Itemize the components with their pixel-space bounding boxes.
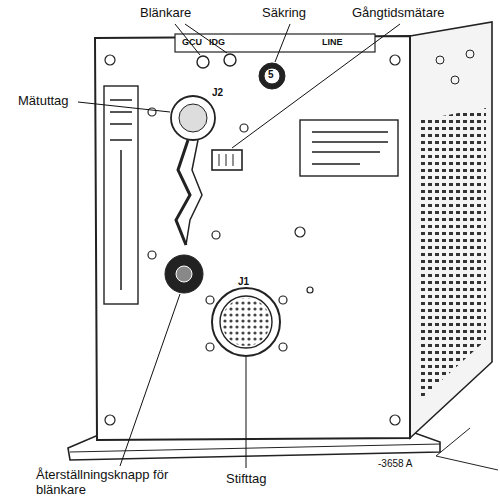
connector-marking: J1 [238,276,249,288]
panel-marking: IDG [209,37,225,47]
callout-label: Säkring [262,6,306,21]
screws [105,55,400,425]
reset-button [165,255,203,293]
test-connector [171,96,215,140]
leader-lines [78,24,400,468]
panel-marking: LINE [322,37,343,47]
fuse [259,63,285,89]
callout-label: Mätuttag [18,94,69,109]
callout-label: Stifttag [226,472,266,487]
callout-label: Gångtidsmätare [352,6,445,21]
hour-meter [212,150,242,170]
nameplate [104,86,138,304]
indicator [224,54,236,66]
callout-label: Blänkare [140,6,191,21]
drawing-number: -3658 A [378,458,412,470]
vent-grille [420,108,486,400]
front-panel [95,36,410,440]
callout-label: Återställningsknapp för blänkare [36,468,186,498]
fuse-rating: 5 [268,69,274,81]
nameplate [300,120,398,176]
connector-marking: J2 [212,87,223,99]
indicator [197,56,209,68]
pin-connector [212,288,280,356]
side-panel [410,22,492,438]
panel-marking: GCU [182,37,202,47]
